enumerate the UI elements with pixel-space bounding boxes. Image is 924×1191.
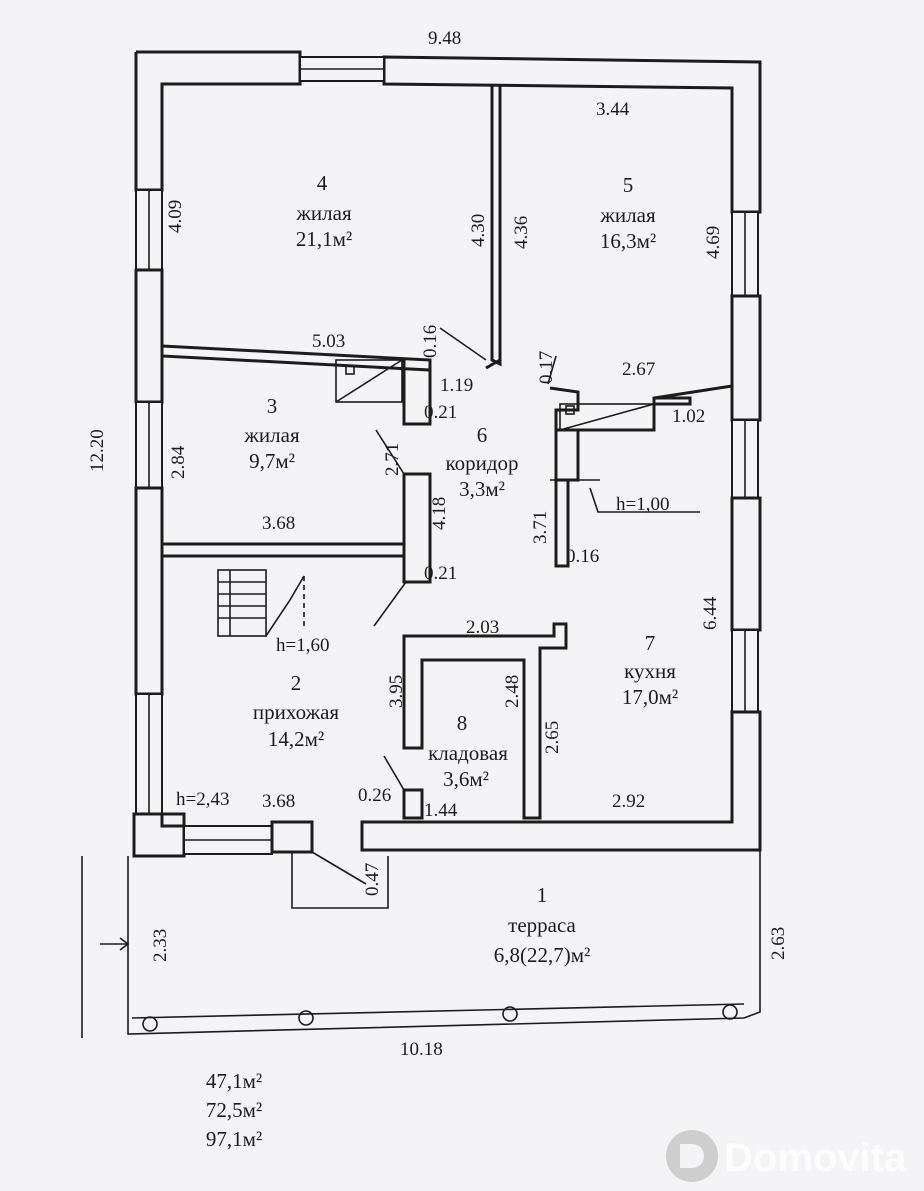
room-3-name: жилая [243,423,300,447]
dim-corridor-4-18: 4.18 [429,497,450,530]
dim-width-1-02: 1.02 [672,406,705,427]
dim-pantry-width: 1.44 [424,800,458,821]
dim-gap-0-16-a: 0.16 [420,325,441,358]
room-3-number: 3 [267,394,278,418]
room-1-number: 1 [537,883,548,907]
closet-5 [559,403,655,431]
stairs [217,569,305,637]
room-5-number: 5 [623,173,634,197]
dim-width-1-19: 1.19 [440,375,473,396]
dim-gap-0-21-b: 0.21 [424,563,457,584]
dim-bottom-width: 10.18 [400,1039,443,1060]
room-5-label: 5 жилая 16,3м² [599,173,656,253]
room-1-name: терраса [508,913,576,937]
area-totals: 47,1м² 72,5м² 97,1м² [206,1069,262,1151]
dim-room5-top: 3.44 [596,99,630,120]
dim-room3-width: 3.68 [262,513,295,534]
dim-hall-3-95: 3.95 [386,675,407,708]
room-5-area: 16,3м² [600,229,656,253]
room-2-area: 14,2м² [268,727,324,751]
room-labels: 4 жилая 21,1м² 5 жилая 16,3м² 3 жилая 9,… [243,171,678,967]
dim-door-2-71: 2.71 [382,443,403,476]
room-8-name: кладовая [428,741,508,765]
room-4-area: 21,1м² [296,227,352,251]
dim-ceiling-1-00: h=1,00 [616,494,669,515]
dim-width-2-67: 2.67 [622,359,655,380]
room-4-number: 4 [317,171,328,195]
room-1-area: 6,8(22,7)м² [494,943,591,967]
dim-gap-0-16-b: 0.16 [566,546,599,567]
dim-pantry-2-65: 2.65 [542,721,563,754]
room-3-area: 9,7м² [249,449,295,473]
dim-partition-a: 4.30 [468,214,489,247]
dim-pantry-top: 2.03 [466,617,499,638]
total-general-area: 72,5м² [206,1098,262,1122]
dim-wall-5-03: 5.03 [312,331,345,352]
room-7-area: 17,0м² [622,685,678,709]
dim-total-height: 12.20 [87,429,108,472]
room-7-number: 7 [645,631,656,655]
dim-pantry-2-48: 2.48 [502,675,523,708]
dim-partition-b: 4.36 [511,216,532,249]
dim-corridor-3-71: 3.71 [530,511,551,544]
dim-gap-0-47: 0.47 [362,863,383,896]
room-1-label: 1 терраса 6,8(22,7)м² [494,883,591,967]
interior-walls [160,86,733,909]
dim-stair-ceiling: h=1,60 [276,635,329,656]
total-living-area: 47,1м² [206,1069,262,1093]
room-8-area: 3,6м² [443,767,489,791]
dim-room5-height: 4.69 [703,226,724,259]
room-2-label: 2 прихожая 14,2м² [253,671,339,751]
watermark: Domovita [666,1130,907,1182]
dimension-labels: 9.48 3.44 4.09 4.30 4.36 4.69 5.03 0.16 … [87,28,789,1060]
room-6-label: 6 коридор 3,3м² [445,423,518,501]
dim-gap-0-21-a: 0.21 [424,402,457,423]
dim-kitchen-width: 2.92 [612,791,645,812]
dim-hall-width: 3.68 [262,791,295,812]
room-2-number: 2 [291,671,302,695]
room-8-label: 8 кладовая 3,6м² [428,711,508,791]
closet-3 [335,359,403,403]
outer-walls [132,50,762,858]
room-7-label: 7 кухня 17,0м² [622,631,678,709]
dim-top-width: 9.48 [428,28,461,49]
dim-hall-ceiling: h=2,43 [176,789,229,810]
dim-gap-0-26: 0.26 [358,785,391,806]
watermark-text: Domovita [724,1136,907,1180]
room-2-name: прихожая [253,700,339,724]
room-3-label: 3 жилая 9,7м² [243,394,300,473]
room-4-name: жилая [295,201,352,225]
dim-terrace-left: 2.33 [150,929,171,962]
room-6-name: коридор [445,451,518,475]
total-full-area: 97,1м² [206,1127,262,1151]
dim-room4-height: 4.09 [165,200,186,233]
dim-terrace-right: 2.63 [768,927,789,960]
room-4-label: 4 жилая 21,1м² [295,171,352,251]
dim-gap-0-17: 0.17 [536,351,557,384]
dim-room3-height: 2.84 [168,445,189,479]
room-6-number: 6 [477,423,488,447]
room-7-name: кухня [624,659,676,683]
room-5-name: жилая [599,203,656,227]
dim-kitchen-height: 6.44 [700,596,721,630]
terrace [81,850,761,1038]
room-8-number: 8 [457,711,468,735]
room-6-area: 3,3м² [459,477,505,501]
